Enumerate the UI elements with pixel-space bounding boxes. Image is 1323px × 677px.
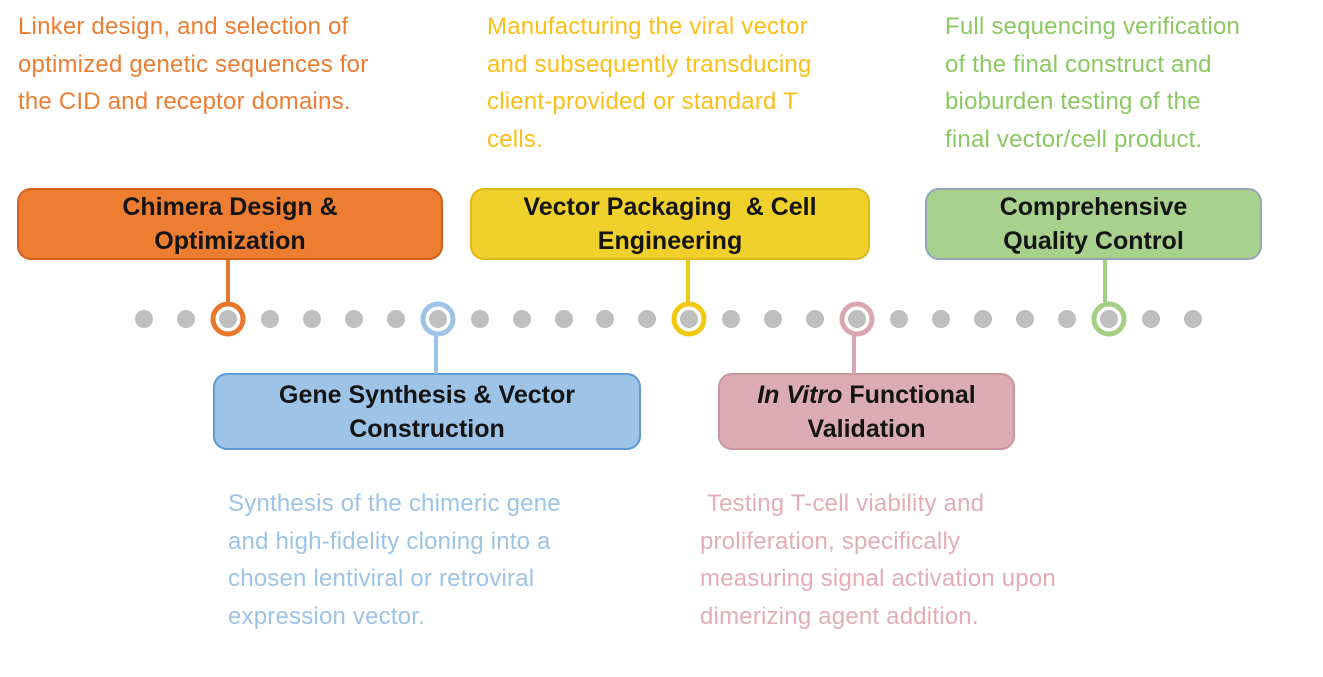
timeline-marker-ring-comprehensive-quality-control (1091, 301, 1127, 337)
timeline-dot (1183, 310, 1202, 328)
stage-box-in-vitro-validation: In Vitro Functional Validation (718, 373, 1015, 450)
timeline-dot (932, 310, 951, 328)
stage-box-label: Optimization (154, 227, 306, 255)
timeline-dot (1057, 310, 1076, 328)
stage-box-label: Chimera Design & (122, 193, 338, 221)
timeline-dot (420, 301, 456, 337)
timeline-dot (671, 301, 707, 337)
timeline-dot (764, 310, 783, 328)
stage-box-label: Construction (349, 414, 505, 443)
timeline-dot (1091, 301, 1127, 337)
timeline-dot (596, 310, 615, 328)
timeline-dot (638, 310, 657, 328)
connector-vector-packaging (686, 260, 690, 302)
timeline-dot (470, 310, 489, 328)
timeline-marker-ring-chimera-design-optimization (210, 301, 246, 337)
description-in-vitro-validation: Testing T-cell viability and proliferati… (700, 490, 1056, 630)
stage-box-chimera-design: Chimera Design & Optimization (17, 188, 443, 260)
timeline-dot (344, 310, 363, 328)
timeline-dot (176, 310, 195, 328)
stage-box-gene-synthesis: Gene Synthesis & Vector Construction (213, 373, 641, 450)
stage-box-label: In Vitro Functional (757, 380, 976, 409)
stage-box-quality-control: Comprehensive Quality Control (925, 188, 1262, 260)
timeline-dot (512, 310, 531, 328)
description-gene-synthesis: Synthesis of the chimeric gene and high-… (228, 490, 561, 630)
stage-box-vector-packaging: Vector Packaging & Cell Engineering (470, 188, 870, 260)
timeline-dot (135, 310, 153, 328)
timeline-dot (839, 301, 875, 337)
connector-quality-control (1103, 260, 1107, 302)
timeline-dot (302, 310, 321, 328)
connector-in-vitro-validation (852, 336, 856, 374)
stage-box-label: Engineering (597, 227, 743, 255)
timeline-marker-ring-vector-packaging-cell-engineering (671, 301, 707, 337)
connector-chimera-design (226, 260, 230, 302)
timeline-dot (554, 310, 573, 328)
stage-box-label: Validation (807, 414, 926, 443)
timeline-dot (260, 310, 279, 328)
timeline-dot (386, 310, 405, 328)
timeline-dot (210, 301, 246, 337)
stage-box-label: Quality Control (1003, 227, 1184, 255)
timeline-dot (722, 310, 741, 328)
description-quality-control: Full sequencing verification of the fina… (945, 13, 1241, 153)
stage-box-label: Comprehensive (999, 193, 1188, 221)
timeline-dot (974, 310, 993, 328)
timeline-dot (1141, 310, 1160, 328)
stage-box-label-italic: In Vitro (757, 380, 843, 409)
stage-box-label: Vector Packaging & Cell (523, 193, 817, 221)
timeline-dot (806, 310, 825, 328)
timeline-marker-ring-in-vitro-functional-validation (839, 301, 875, 337)
timeline-dot (890, 310, 909, 328)
connector-gene-synthesis (434, 336, 438, 374)
timeline (135, 301, 1202, 337)
timeline-marker-ring-gene-synthesis-vector-construction (420, 301, 456, 337)
description-chimera-design: Linker design, and selection of optimize… (18, 13, 369, 115)
timeline-dot (1016, 310, 1035, 328)
description-vector-packaging: Manufacturing the viral vector and subse… (487, 13, 812, 153)
stage-box-label: Gene Synthesis & Vector (279, 380, 575, 409)
